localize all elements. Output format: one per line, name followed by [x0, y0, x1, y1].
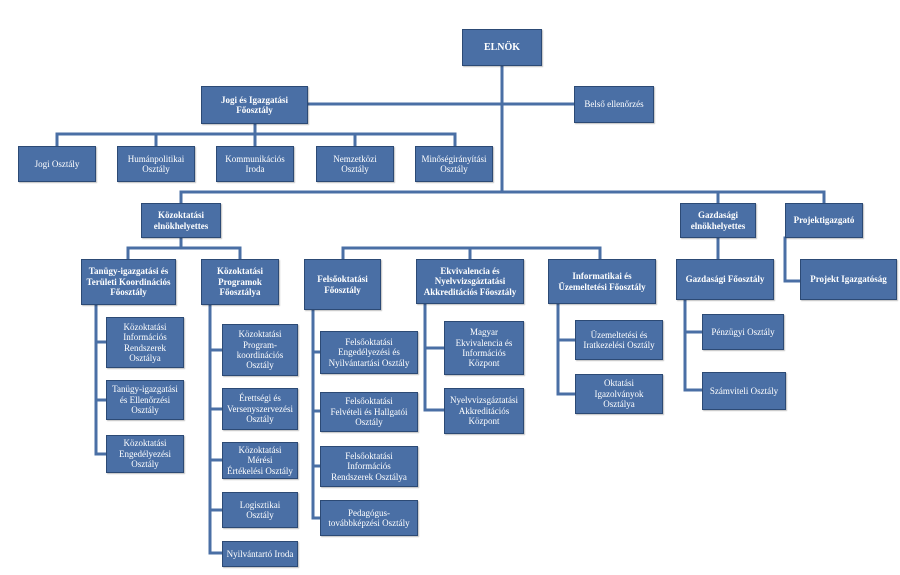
szamviteli-osztaly-box: Számviteli Osztály [702, 372, 786, 410]
felsooktatasi-informacios-rendszerek-box: Felsőoktatási Információs Rendszerek Osz… [320, 446, 418, 487]
program-koordinacios-box: Közoktatási Program- koordinációs Osztál… [222, 324, 298, 376]
kozoktatasi-programok-foosztalya-box: Közoktatási Programok Főosztálya [201, 259, 279, 305]
gazdasagi-elnokhelyettes-box: Gazdasági elnökhelyettes [680, 203, 756, 238]
felsooktatasi-engedelyezesi-box: Felsőoktatási Engedélyezési és Nyilvánta… [320, 331, 418, 374]
kozoktatasi-informacios-rendszerek-box: Közoktatási Információs Rendszerek Osztá… [106, 317, 184, 368]
humanpolitikai-osztaly-box: Humánpolitikai Osztály [117, 146, 195, 182]
magyar-ekvivalencia-kozpont-box: Magyar Ekvivalencia és Információs Közpo… [444, 321, 524, 375]
nyilvantarto-iroda-box: Nyilvántartó Iroda [222, 541, 298, 567]
kozoktatasi-meresi-box: Közoktatási Mérési Értékelési Osztály [222, 442, 298, 479]
belso-ellenorzes-box: Belső ellenőrzés [574, 86, 654, 123]
uzemeltetesi-iratkezelesi-box: Üzemeltetési és Iratkezelési Osztály [575, 320, 663, 360]
erettsegi-versenyszervezesi-box: Érettségi és Versenyszervezési Osztály [222, 388, 298, 430]
tanugy-igazgatasi-ellenorzesi-box: Tanügy-igazgatási és Ellenőrzési Osztály [106, 380, 184, 420]
elnok-box: ELNÖK [462, 29, 542, 66]
logisztikai-osztaly-box: Logisztikai Osztály [222, 492, 298, 528]
informatikai-uzemeltetesi-foosztaly-box: Informatikai és Üzemeltetési Főosztály [548, 259, 656, 304]
projekt-igazgatosag-box: Projekt Igazgatóság [800, 259, 897, 300]
jogi-igazgatasi-foosztaly-box: Jogi és Igazgatási Főosztály [201, 86, 308, 124]
felsooktatasi-foosztaly-box: Felsőoktatási Főosztály [304, 259, 381, 310]
jogi-osztaly-box: Jogi Osztály [18, 146, 96, 182]
ekvivalencia-foosztaly-box: Ekvivalencia és Nyelvvizsgáztatási Akkre… [416, 259, 524, 304]
kozoktatasi-elnokhelyettes-box: Közoktatási elnökhelyettes [141, 203, 221, 238]
nemzetkozi-osztaly-box: Nemzetközi Osztály [316, 146, 394, 182]
projektigazgato-box: Projektigazgató [785, 203, 863, 238]
nyelvvizsgaztatasi-kozpont-box: Nyelvvizsgáztatási Akkreditációs Központ [444, 388, 524, 434]
oktatasi-igazolvanyok-box: Oktatási Igazolványok Osztálya [575, 374, 663, 414]
kommunikacios-iroda-box: Kommunikációs Iroda [216, 146, 294, 182]
felsooktatasi-felveteli-box: Felsőoktatási Felvételi és Hallgatói Osz… [320, 392, 418, 432]
minosegiranyitasi-osztaly-box: Minőségirányítási Osztály [415, 146, 493, 182]
gazdasagi-foosztaly-box: Gazdasági Főosztály [676, 259, 774, 300]
penzugyi-osztaly-box: Pénzügyi Osztály [702, 314, 784, 350]
pedagogus-tovabbkepzesi-box: Pedagógus- továbbképzési Osztály [320, 500, 418, 536]
kozoktatasi-engedelyezesi-box: Közoktatási Engedélyezési Osztály [106, 435, 184, 473]
tanugy-igazgatasi-foosztaly-box: Tanügy-igazgatási és Területi Koordináci… [81, 259, 176, 305]
